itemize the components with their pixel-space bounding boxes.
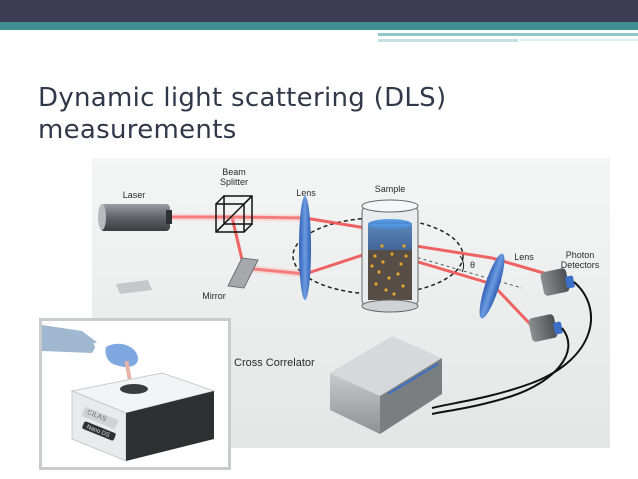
beam-splitter-label-line-2: Splitter (220, 177, 248, 187)
decorative-line (378, 39, 518, 42)
sample-cuvette (362, 200, 418, 312)
slide-title: Dynamic light scattering (DLS) measureme… (38, 82, 558, 146)
photon-detectors-label-line-1: Photon (566, 250, 595, 260)
instrument-photo: CILAS Nano DS (39, 318, 231, 470)
laser-label: Laser (123, 190, 146, 200)
theta-label: θ (470, 260, 475, 270)
slide-title-line-1: Dynamic light scattering (DLS) (38, 82, 558, 114)
decorative-line (520, 39, 638, 41)
mirror-label: Mirror (202, 291, 226, 301)
decorative-line (378, 33, 638, 36)
lens-1 (299, 196, 311, 300)
laser (98, 204, 172, 231)
photon-detectors-label-line-2: Detectors (561, 260, 600, 270)
header-band (0, 0, 638, 22)
slide-title-line-2: measurements (38, 114, 558, 146)
lens-1-label: Lens (296, 188, 316, 198)
sample-label: Sample (375, 184, 406, 194)
accent-band (0, 22, 638, 30)
cross-correlator-label: Cross Correlator (234, 357, 315, 369)
sample-port (120, 384, 148, 394)
lens-2-label: Lens (514, 252, 534, 262)
instrument-illustration: CILAS Nano DS (42, 321, 228, 467)
beam-splitter-label-line-1: Beam (222, 167, 246, 177)
